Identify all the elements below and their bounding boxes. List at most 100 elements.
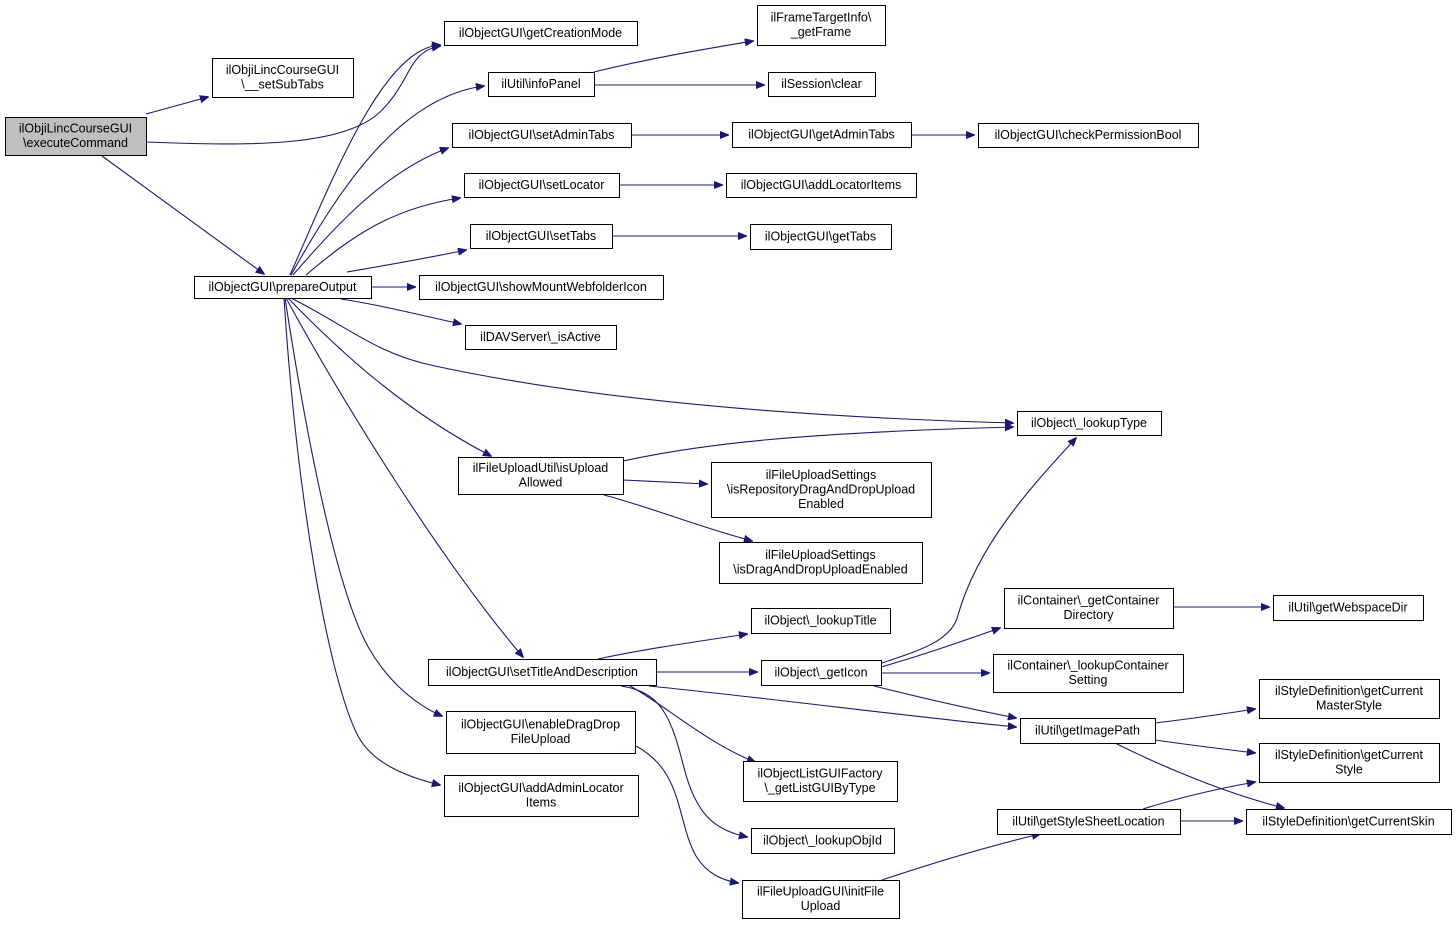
node-label: ilObjectGUI\getAdminTabs bbox=[748, 127, 895, 141]
nodes-layer: ilObjiLincCourseGUI\executeCommandilObji… bbox=[5, 5, 1452, 919]
edge-n2-n4 bbox=[290, 86, 484, 276]
node-box bbox=[751, 608, 891, 634]
node-label: ilContainer\_lookupContainer bbox=[1007, 659, 1168, 673]
node-label: ilFrameTargetInfo\ bbox=[771, 11, 872, 25]
node-label: ilObjectGUI\prepareOutput bbox=[209, 280, 358, 294]
edge-n2-n6 bbox=[305, 198, 460, 276]
node-n7[interactable]: ilObjectGUI\setTabs bbox=[470, 224, 613, 249]
node-label: ilUtil\getImagePath bbox=[1035, 723, 1140, 737]
edge-n0-n1 bbox=[145, 97, 208, 115]
node-n16[interactable]: ilObjectGUI\getAdminTabs bbox=[732, 122, 912, 148]
node-label: FileUpload bbox=[511, 732, 571, 746]
node-n35[interactable]: ilStyleDefinition\getCurrentSkin bbox=[1246, 809, 1452, 835]
node-n22[interactable]: ilFileUploadSettings\isDragAndDropUpload… bbox=[719, 542, 923, 584]
node-label: ilUtil\getStyleSheetLocation bbox=[1012, 814, 1164, 828]
node-n17[interactable]: ilObjectGUI\checkPermissionBool bbox=[978, 123, 1199, 148]
node-n15[interactable]: ilSession\clear bbox=[768, 72, 876, 97]
node-box bbox=[743, 761, 898, 802]
edge-n24-n28 bbox=[880, 628, 1000, 668]
node-n5[interactable]: ilObjectGUI\setAdminTabs bbox=[452, 123, 632, 148]
node-box bbox=[5, 117, 147, 156]
node-n6[interactable]: ilObjectGUI\setLocator bbox=[464, 173, 620, 198]
node-n30[interactable]: ilUtil\getImagePath bbox=[1020, 718, 1156, 744]
node-box bbox=[428, 659, 657, 686]
edge-n30-n33 bbox=[1154, 709, 1255, 724]
node-n32[interactable]: ilUtil\getWebspaceDir bbox=[1273, 595, 1424, 621]
edge-n2-n3 bbox=[289, 45, 440, 276]
node-label: ilStyleDefinition\getCurrent bbox=[1275, 748, 1424, 762]
node-box bbox=[978, 123, 1199, 148]
node-label: ilDAVServer\_isActive bbox=[480, 330, 601, 344]
root-node-n0[interactable]: ilObjiLincCourseGUI\executeCommand bbox=[5, 117, 147, 156]
node-n18[interactable]: ilObjectGUI\addLocatorItems bbox=[726, 173, 917, 198]
edge-n2-n7 bbox=[346, 250, 466, 273]
node-n2[interactable]: ilObjectGUI\prepareOutput bbox=[194, 276, 372, 299]
edge-n4-n14 bbox=[593, 41, 753, 73]
node-box bbox=[458, 457, 624, 495]
node-box bbox=[1020, 718, 1156, 744]
node-label: ilObjectGUI\getCreationMode bbox=[459, 26, 622, 40]
node-n23[interactable]: ilObject\_lookupTitle bbox=[751, 608, 891, 634]
node-n4[interactable]: ilUtil\infoPanel bbox=[488, 72, 595, 97]
node-box bbox=[1273, 595, 1424, 621]
node-box bbox=[711, 462, 932, 518]
node-label: ilUtil\infoPanel bbox=[501, 77, 580, 91]
node-label: ilSession\clear bbox=[781, 77, 862, 91]
node-label: Style bbox=[1335, 763, 1363, 777]
edge-n24-n20 bbox=[881, 438, 1076, 664]
node-n24[interactable]: ilObject\_getIcon bbox=[761, 660, 882, 686]
edge-n0-n3 bbox=[145, 46, 440, 145]
node-n11[interactable]: ilObjectGUI\setTitleAndDescription bbox=[428, 659, 657, 686]
edge-n2-n10 bbox=[287, 297, 491, 456]
node-n9[interactable]: ilDAVServer\_isActive bbox=[465, 325, 617, 350]
node-label: ilContainer\_getContainer bbox=[1018, 594, 1160, 608]
node-label: ilObjectGUI\addLocatorItems bbox=[741, 178, 902, 192]
node-box bbox=[1004, 588, 1174, 629]
node-box bbox=[419, 275, 664, 300]
edge-n27-n31 bbox=[881, 834, 1040, 881]
edge-n11-n30 bbox=[648, 685, 1016, 727]
node-label: Allowed bbox=[519, 476, 563, 490]
node-n1[interactable]: ilObjiLincCourseGUI\__setSubTabs bbox=[212, 58, 354, 98]
node-box bbox=[194, 276, 372, 299]
node-box bbox=[761, 660, 882, 686]
node-n20[interactable]: ilObject\_lookupType bbox=[1017, 411, 1162, 436]
node-n31[interactable]: ilUtil\getStyleSheetLocation bbox=[997, 809, 1181, 835]
node-label: ilObjectGUI\setLocator bbox=[479, 178, 605, 192]
node-box bbox=[732, 122, 912, 148]
edge-n30-n34 bbox=[1154, 739, 1255, 753]
node-label: ilUtil\getWebspaceDir bbox=[1288, 600, 1407, 614]
node-box bbox=[488, 72, 595, 97]
node-n3[interactable]: ilObjectGUI\getCreationMode bbox=[444, 21, 638, 46]
node-label: Items bbox=[526, 796, 557, 810]
node-box bbox=[1259, 743, 1440, 783]
node-n14[interactable]: ilFrameTargetInfo\_getFrame bbox=[757, 5, 886, 46]
node-box bbox=[1017, 411, 1162, 436]
node-n21[interactable]: ilFileUploadSettings\isRepositoryDragAnd… bbox=[711, 462, 932, 518]
node-label: ilFileUploadUtil\isUpload bbox=[473, 461, 609, 475]
node-label: _getFrame bbox=[790, 25, 851, 39]
node-box bbox=[719, 542, 923, 584]
node-box bbox=[726, 173, 917, 198]
node-n25[interactable]: ilObjectListGUIFactory\_getListGUIByType bbox=[743, 761, 898, 802]
edge-n30-n35 bbox=[1114, 742, 1284, 808]
node-label: ilObjectListGUIFactory bbox=[757, 767, 883, 781]
node-n26[interactable]: ilObject\_lookupObjId bbox=[751, 828, 895, 854]
node-label: \isRepositoryDragAndDropUpload bbox=[727, 482, 915, 496]
node-n19[interactable]: ilObjectGUI\getTabs bbox=[750, 224, 892, 250]
edge-n10-n21 bbox=[622, 480, 707, 484]
node-n8[interactable]: ilObjectGUI\showMountWebfolderIcon bbox=[419, 275, 664, 300]
node-label: ilObjiLincCourseGUI bbox=[19, 122, 132, 136]
node-label: ilObjectGUI\showMountWebfolderIcon bbox=[435, 280, 647, 294]
edge-n2-n13 bbox=[283, 297, 440, 785]
edge-n2-n11 bbox=[285, 297, 523, 657]
edge-n31-n34 bbox=[1142, 782, 1255, 810]
